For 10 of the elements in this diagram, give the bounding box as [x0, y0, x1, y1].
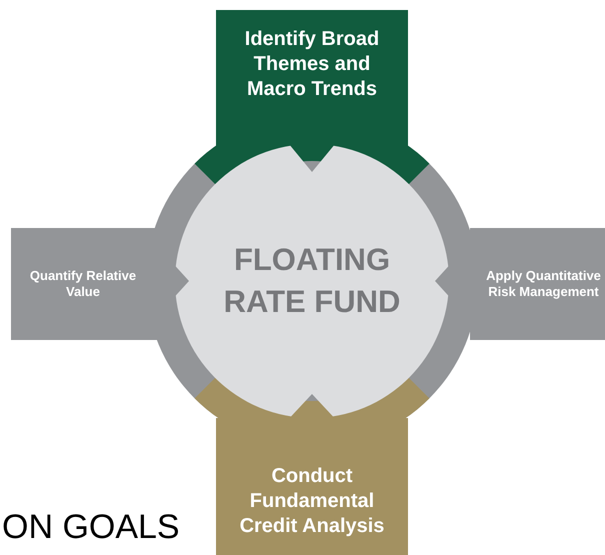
risk-box	[470, 228, 605, 340]
theme-box	[216, 10, 408, 146]
credit-box	[216, 418, 408, 555]
node-label: Apply Quantitative Risk Management	[485, 268, 602, 300]
node-label: Identify Broad Themes and Macro Trends	[244, 26, 380, 102]
heading-text: ON GOALS	[2, 508, 180, 547]
node-label: Quantify Relative Value	[28, 268, 138, 300]
center-circle	[175, 144, 449, 418]
node-label: FLOATING RATE FUND	[222, 241, 402, 321]
node-label: Conduct Fundamental Credit Analysis	[238, 464, 386, 539]
